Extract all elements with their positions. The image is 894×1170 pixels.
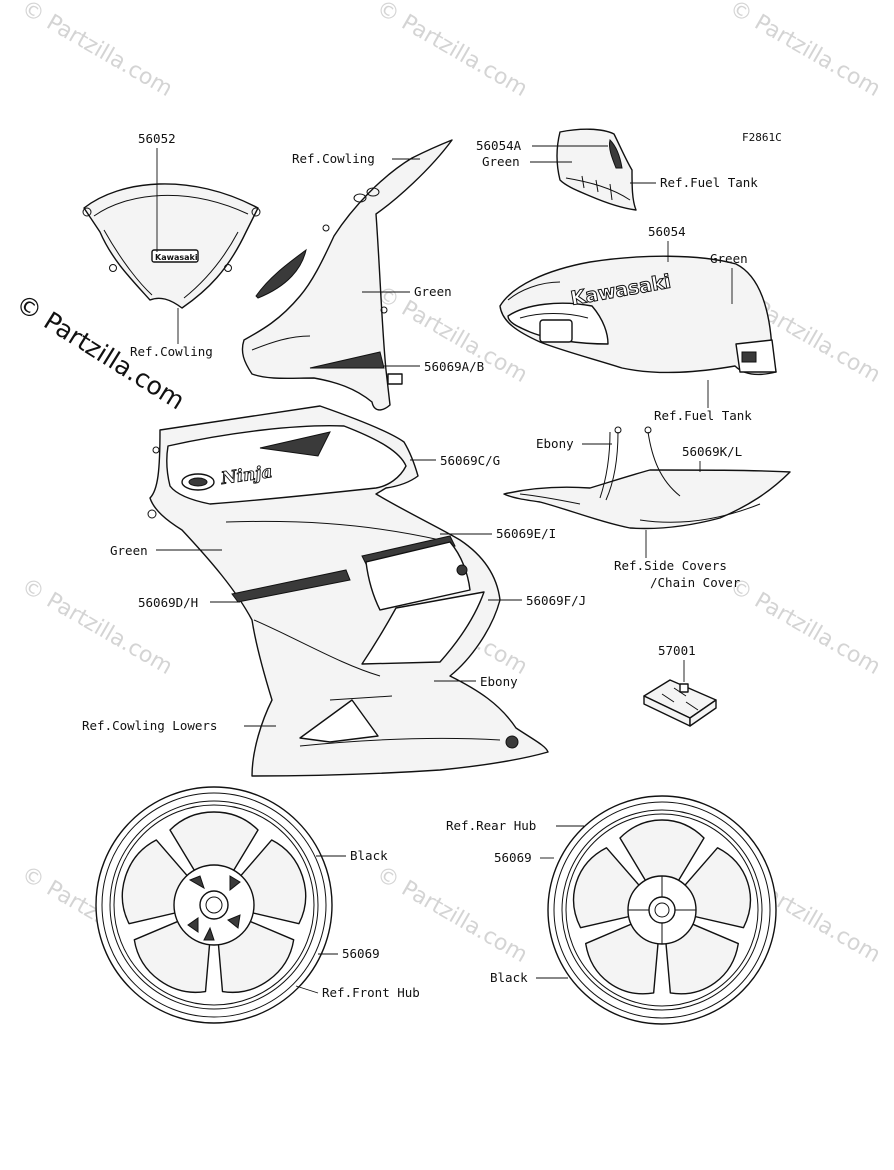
watermark: © Partzilla.com: [372, 862, 532, 969]
label-clip-part: 57001: [658, 643, 696, 658]
side-cover: [503, 426, 791, 530]
label-lower-part-dh: 56069D/H: [138, 595, 198, 610]
label-lower-part-cg: 56069C/G: [440, 453, 500, 468]
label-upper-ref-cowling: Ref.Cowling: [292, 151, 375, 166]
label-upper-green: Green: [414, 284, 452, 299]
label-windshield-part: 56052: [138, 131, 176, 146]
label-side-part: 56069K/L: [682, 444, 742, 459]
front-wheel: [95, 786, 333, 1024]
windshield-brand: Kawasaki: [155, 253, 198, 262]
label-side-ebony: Ebony: [536, 436, 574, 451]
watermark: © Partzilla.com: [372, 0, 532, 102]
watermark: © Partzilla.com: [725, 0, 885, 102]
label-tank-small-part: 56054A: [476, 138, 522, 153]
label-upper-part: 56069A/B: [424, 359, 484, 374]
label-front-black: Black: [350, 848, 388, 863]
label-rear-part: 56069: [494, 850, 532, 865]
watermark: © Partzilla.com: [17, 0, 177, 102]
label-lower-part-fj: 56069F/J: [526, 593, 586, 608]
windshield-logo: [151, 249, 199, 263]
label-tank-small-ref: Ref.Fuel Tank: [660, 175, 758, 190]
tank-side-panel: [556, 128, 637, 211]
watermark: © Partzilla.com: [725, 574, 885, 681]
label-front-part: 56069: [342, 946, 380, 961]
figure-code: F2861C: [742, 131, 782, 144]
watermark: © Partzilla.com: [17, 574, 177, 681]
windshield: Kawasaki: [82, 183, 261, 309]
label-tank-green: Green: [710, 251, 748, 266]
upper-cowling: [241, 139, 453, 411]
clip-57001: [643, 679, 717, 727]
label-lower-ref: Ref.Cowling Lowers: [82, 718, 217, 733]
label-tank-small-green: Green: [482, 154, 520, 169]
label-tank-part: 56054: [648, 224, 686, 239]
label-lower-ebony: Ebony: [480, 674, 518, 689]
fuel-tank: Kawasaki: [499, 255, 777, 376]
label-side-ref-line1: Ref.Side Covers: [614, 558, 727, 573]
label-lower-part-ei: 56069E/I: [496, 526, 556, 541]
label-windshield-ref: Ref.Cowling: [130, 344, 213, 359]
rear-wheel: [547, 795, 777, 1025]
label-tank-ref: Ref.Fuel Tank: [654, 408, 752, 423]
label-rear-ref: Ref.Rear Hub: [446, 818, 536, 833]
label-side-ref-line2: /Chain Cover: [650, 575, 741, 590]
label-rear-black: Black: [490, 970, 528, 985]
label-front-ref: Ref.Front Hub: [322, 985, 420, 1000]
label-lower-green: Green: [110, 543, 148, 558]
lower-cowling: Ninja: [147, 405, 549, 777]
